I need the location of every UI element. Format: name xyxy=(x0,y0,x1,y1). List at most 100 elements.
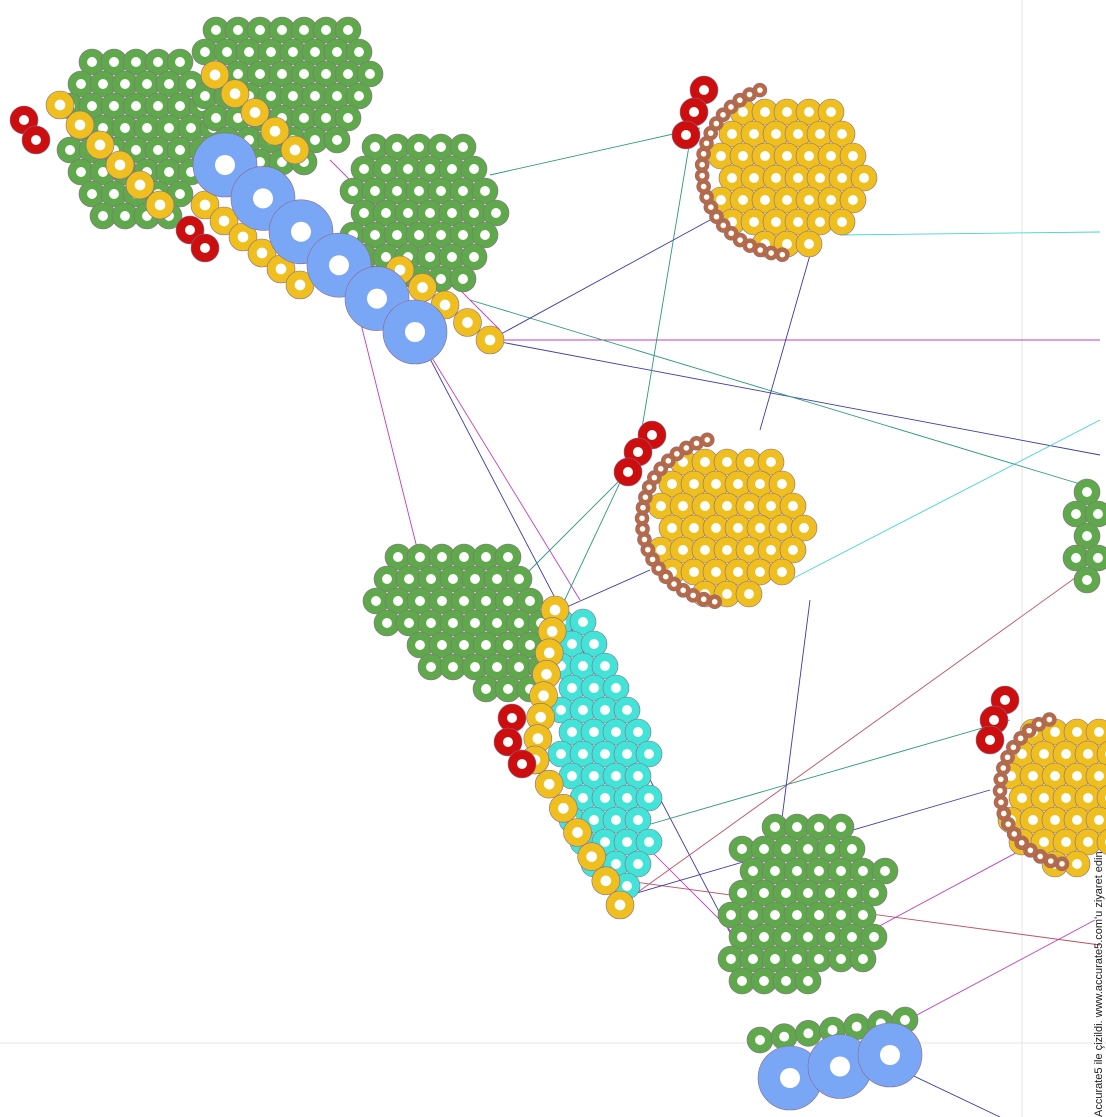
sequin xyxy=(417,565,445,593)
sequin xyxy=(89,202,117,230)
sequin xyxy=(405,133,433,161)
sequin xyxy=(783,901,811,929)
sequin xyxy=(838,835,866,863)
sequin xyxy=(694,168,710,183)
sequin xyxy=(1042,712,1057,727)
sequin xyxy=(497,703,527,733)
sequin xyxy=(200,60,230,90)
sequin xyxy=(190,190,220,220)
sequin xyxy=(460,155,488,183)
sequin xyxy=(635,784,663,812)
sequin xyxy=(817,186,845,214)
connector-line xyxy=(519,469,631,581)
sequin xyxy=(285,270,315,300)
sequin xyxy=(257,38,285,66)
sequin xyxy=(718,164,746,192)
sequin xyxy=(166,92,194,120)
sequin xyxy=(757,536,785,564)
sequin xyxy=(247,238,277,268)
sequin xyxy=(839,186,867,214)
sequin xyxy=(728,923,756,951)
sequin xyxy=(191,38,219,66)
sequin xyxy=(449,133,477,161)
sequin xyxy=(373,565,401,593)
sequin xyxy=(384,587,412,615)
sequin xyxy=(345,82,373,110)
sequin xyxy=(427,221,455,249)
sequin xyxy=(763,245,779,261)
sequin xyxy=(569,652,597,680)
sequin xyxy=(739,901,767,929)
sequin xyxy=(494,675,522,703)
sequin xyxy=(580,630,608,658)
sequin xyxy=(235,38,263,66)
sequin xyxy=(757,492,785,520)
sequin xyxy=(635,828,663,856)
sequin xyxy=(1030,828,1058,856)
sequin xyxy=(746,514,774,542)
sequin xyxy=(817,142,845,170)
sequin xyxy=(750,967,778,995)
sequin xyxy=(145,190,175,220)
sequin xyxy=(752,82,768,98)
sequin xyxy=(680,514,708,542)
sequin xyxy=(100,48,128,76)
sequin xyxy=(591,866,621,896)
sequin xyxy=(67,158,95,186)
sequin xyxy=(339,177,367,205)
sequin xyxy=(202,16,230,44)
sequin xyxy=(729,142,757,170)
sequin xyxy=(807,1034,873,1099)
sequin xyxy=(768,558,796,586)
sequin xyxy=(85,130,115,160)
sequin xyxy=(105,150,135,180)
sequin xyxy=(405,221,433,249)
sequin xyxy=(860,923,888,951)
sequin xyxy=(78,180,106,208)
sequin xyxy=(534,769,564,799)
sequin xyxy=(635,740,663,768)
sequin xyxy=(635,521,650,537)
sequin xyxy=(827,945,855,973)
sequin xyxy=(795,230,823,258)
sequin xyxy=(67,70,95,98)
sequin xyxy=(849,945,877,973)
sequin xyxy=(280,135,310,165)
sequin xyxy=(438,155,466,183)
sequin xyxy=(806,164,834,192)
sequin xyxy=(290,104,318,132)
connector-line xyxy=(359,319,421,561)
sequin xyxy=(699,432,715,448)
sequin xyxy=(728,879,756,907)
sequin xyxy=(784,208,812,236)
sequin xyxy=(505,653,533,681)
sequin xyxy=(794,835,822,863)
sequin xyxy=(746,558,774,586)
sequin xyxy=(45,90,75,120)
sequin xyxy=(591,740,619,768)
sequin xyxy=(384,543,412,571)
sequin xyxy=(240,98,270,127)
sequin xyxy=(100,180,128,208)
sequin xyxy=(416,243,444,271)
sequin xyxy=(602,762,630,790)
sequin xyxy=(669,492,697,520)
sequin xyxy=(702,558,730,586)
sequin xyxy=(750,879,778,907)
sequin xyxy=(860,879,888,907)
sequin xyxy=(471,177,499,205)
sequin xyxy=(471,221,499,249)
sequin xyxy=(746,1026,774,1054)
sequin xyxy=(740,164,768,192)
sequin-layer xyxy=(9,16,1106,1111)
sequin xyxy=(406,587,434,615)
sequin xyxy=(516,587,544,615)
sequin xyxy=(750,923,778,951)
sequin xyxy=(679,97,709,127)
sequin xyxy=(1019,806,1047,834)
sequin xyxy=(323,126,351,154)
sequin xyxy=(122,92,150,120)
sequin xyxy=(613,696,641,724)
sequin xyxy=(532,659,561,689)
